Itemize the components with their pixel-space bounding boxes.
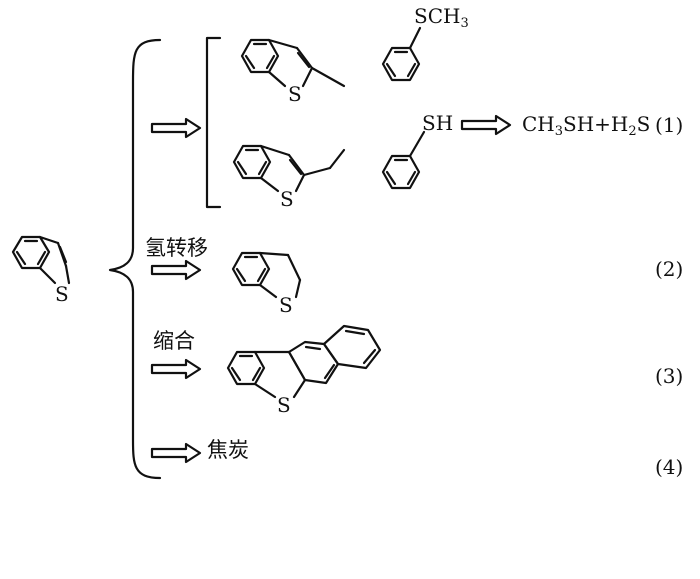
- dihydrobenzothiophene: [231, 251, 302, 299]
- label-coke: 焦炭: [207, 438, 249, 462]
- label-hydrogen-transfer: 氢转移: [145, 236, 208, 260]
- arrow-path-1: [150, 117, 202, 139]
- sch3-group: SCH3: [414, 4, 469, 31]
- condensed-polyaromatic: [226, 324, 382, 399]
- sulfur-atom-dihydro: S: [279, 293, 293, 317]
- gaseous-products: CH3SH+H2S: [522, 112, 651, 139]
- pathway-number-3: (3): [655, 364, 684, 388]
- methylbenzothiophene: [240, 38, 346, 88]
- sulfur-atom-methylbenzothiophene: S: [288, 82, 302, 106]
- sh-group: SH: [422, 111, 454, 135]
- arrow-path-4: [150, 442, 202, 464]
- pathway-number-1: (1): [655, 113, 684, 137]
- product-bracket: [205, 36, 222, 209]
- benzothiophene-reactant: [11, 235, 71, 285]
- sulfur-atom-reactant: S: [55, 282, 69, 306]
- pathway-number-4: (4): [655, 455, 684, 479]
- thiophenol: [381, 130, 426, 190]
- sulfur-atom-ethylbenzothiophene: S: [280, 187, 294, 211]
- thioanisole: [381, 26, 422, 82]
- arrow-path-3: [150, 358, 202, 380]
- main-brace: [108, 38, 162, 480]
- label-condensation: 缩合: [153, 329, 195, 353]
- ethylbenzothiophene: [232, 144, 346, 193]
- arrow-path-2: [150, 259, 202, 281]
- pathway-number-2: (2): [655, 257, 684, 281]
- arrow-thiol-to-gases: [460, 114, 512, 136]
- sulfur-atom-condensed: S: [277, 393, 291, 417]
